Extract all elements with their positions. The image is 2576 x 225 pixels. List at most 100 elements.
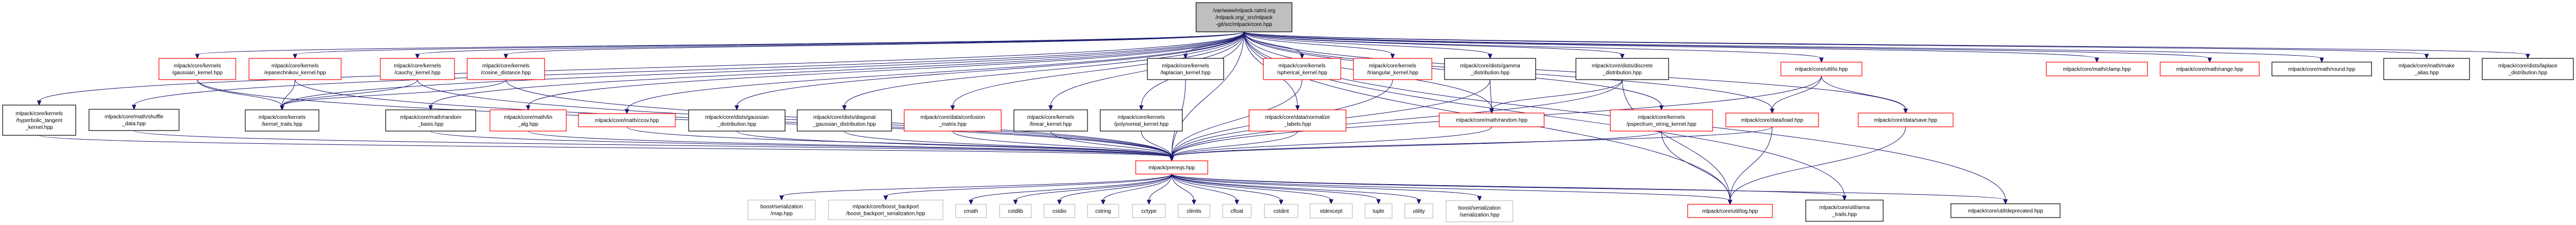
node-laplace-distribution[interactable]: mlpack/core/dists/laplace_distribution.h… <box>2482 58 2574 80</box>
node-make-alias[interactable]: mlpack/core/math/make_alias.hpp <box>2383 58 2470 80</box>
edge-core-to-gamma_distribution <box>1244 31 1491 55</box>
node-box <box>2 105 76 136</box>
arrowhead-icon <box>1329 199 1334 205</box>
edge-core-to-hyperbolic_tangent <box>39 31 1244 102</box>
node-label-line: _distribution.hpp <box>2508 70 2547 76</box>
node-random[interactable]: mlpack/core/math/random.hpp <box>1439 112 1545 127</box>
edge-gaussian_kernel-to-prereqs <box>197 79 1172 158</box>
arrowhead-icon <box>950 105 955 111</box>
node-prereqs[interactable]: mlpack/prereqs.hpp <box>1135 160 1208 175</box>
arrowhead-icon <box>2424 54 2429 59</box>
node-ccov[interactable]: mlpack/core/math/ccov.hpp <box>578 113 676 127</box>
node-gaussian-kernel[interactable]: mlpack/core/kernels/gaussian_kernel.hpp <box>158 58 236 80</box>
node-round[interactable]: mlpack/core/math/round.hpp <box>2271 62 2372 76</box>
node-log[interactable]: mlpack/core/util/log.hpp <box>1687 204 1773 218</box>
arrowhead-icon <box>1299 54 1305 59</box>
node-label-line: _labels.hpp <box>1283 122 1312 127</box>
node-diagonal-gaussian-distribution[interactable]: mlpack/core/dists/diagonal_gaussian_dist… <box>797 109 892 132</box>
node-lin-alg[interactable]: mlpack/core/math/lin_alg.hpp <box>489 109 567 132</box>
node-label-line: _traits.hpp <box>1832 212 1857 218</box>
node-box <box>1196 2 1293 32</box>
edge-prereqs-to-cstdio <box>1059 174 1172 201</box>
node-arma-traits[interactable]: mlpack/core/util/arma_traits.hpp <box>1805 200 1884 222</box>
node-kernel-traits[interactable]: mlpack/core/kernels/kernel_traits.hpp <box>245 109 319 132</box>
edge-core-to-lin_alg <box>528 31 1244 107</box>
node-pspectrum-string-kernel[interactable]: mlpack/core/kernels/pspectrum_string_ker… <box>1610 109 1713 132</box>
node-box <box>2383 58 2470 80</box>
node-spherical-kernel[interactable]: mlpack/core/kernels/spherical_kernel.hpp <box>1263 58 1341 80</box>
node-label-line: mlpack/core/kernels <box>1369 63 1416 69</box>
node-confusion-matrix[interactable]: mlpack/core/data/confusion_matrix.hpp <box>904 109 1002 132</box>
node-label-line: mlpack/core/kernels <box>1638 115 1685 120</box>
node-hyperbolic-tangent[interactable]: mlpack/core/kernels/hyperbolic_tangent_k… <box>2 105 76 136</box>
node-gaussian-distribution[interactable]: mlpack/core/dists/gaussian_distribution.… <box>688 109 786 132</box>
node-label-line: mlpack/core/dists/gamma <box>1460 63 1520 69</box>
node-polynomial-kernel[interactable]: mlpack/core/kernels/polynomial_kernel.hp… <box>1100 109 1183 132</box>
node-label-line: /epanechnikov_kernel.hpp <box>264 70 326 76</box>
node-box <box>1444 58 1536 80</box>
node-box <box>2482 58 2574 80</box>
node-label-line: stdexcept <box>1320 209 1343 214</box>
node-cstring: cstring <box>1087 204 1119 218</box>
arrowhead-icon <box>131 105 137 110</box>
node-core[interactable]: /var/www/mlpack.ratml.org/mlpack.org/_sr… <box>1196 2 1293 32</box>
node-label-line: _basis.hpp <box>417 122 444 127</box>
node-box <box>1687 204 1773 218</box>
node-linear-kernel[interactable]: mlpack/core/kernels/linear_kernel.hpp <box>1013 109 1088 132</box>
node-save[interactable]: mlpack/core/data/save.hpp <box>1858 112 1954 127</box>
node-random-basis[interactable]: mlpack/core/math/random _basis.hpp <box>385 109 476 132</box>
edge-prereqs-to-cstring <box>1103 174 1172 201</box>
node-label-line: _matrix.hpp <box>938 122 967 127</box>
node-label-line: mlpack/core/math/clamp.hpp <box>2063 67 2131 73</box>
arrowhead-icon <box>1013 200 1018 205</box>
node-gamma-distribution[interactable]: mlpack/core/dists/gamma_distribution.hpp <box>1444 58 1536 80</box>
node-normalize-labels[interactable]: mlpack/core/data/normalize_labels.hpp <box>1249 109 1347 132</box>
arrowhead-icon <box>1727 200 1733 205</box>
node-label-line: /hyperbolic_tangent <box>16 118 63 124</box>
edge-core-to-range <box>1244 31 2210 59</box>
node-label-line: /gaussian_kernel.hpp <box>172 70 223 76</box>
edge-core-to-laplace_distribution <box>1244 31 2528 55</box>
node-box <box>2160 62 2260 76</box>
arrowhead-icon <box>1295 105 1300 111</box>
node-shuffle-data[interactable]: mlpack/core/math/shuffle_data.hpp <box>88 109 180 131</box>
arrowhead-icon <box>1620 54 1625 59</box>
node-triangular-kernel[interactable]: mlpack/core/kernels/triangular_kernel.hp… <box>1353 58 1432 80</box>
arrowhead-icon <box>1234 200 1240 205</box>
arrowhead-icon <box>1416 199 1421 205</box>
node-box <box>1780 62 1862 76</box>
arrowhead-icon <box>779 195 784 201</box>
node-clamp[interactable]: mlpack/core/math/clamp.hpp <box>2046 62 2148 76</box>
edge-gamma_distribution-to-random <box>1490 79 1492 110</box>
node-box <box>1249 109 1347 132</box>
node-range[interactable]: mlpack/core/math/range.hpp <box>2160 62 2260 76</box>
node-box <box>1575 58 1669 80</box>
node-label-line: _data.hpp <box>122 121 146 127</box>
edge-load-to-prereqs <box>1171 126 1772 158</box>
arrowhead-icon <box>625 109 629 115</box>
node-io[interactable]: mlpack/core/util/io.hpp <box>1780 62 1862 76</box>
arrowhead-icon <box>2319 57 2324 63</box>
node-laplacian-kernel[interactable]: mlpack/core/kernels/laplacian_kernel.hpp <box>1147 58 1224 80</box>
edge-prereqs-to-climits <box>1171 174 1195 201</box>
node-discrete-distribution[interactable]: mlpack/core/dists/discrete_distribution.… <box>1575 58 1669 80</box>
node-label-line: _distribution.hpp <box>1602 70 1642 76</box>
node-deprecated[interactable]: mlpack/core/util/deprecated.hpp <box>1950 203 2061 218</box>
edge-core-to-confusion_matrix <box>952 31 1244 107</box>
node-box <box>955 204 987 218</box>
node-cosine-distance[interactable]: mlpack/core/kernels/cosine_distance.hpp <box>467 58 545 80</box>
edge-shuffle_data-to-prereqs <box>133 130 1172 158</box>
node-load[interactable]: mlpack/core/data/load.hpp <box>1725 112 1819 127</box>
node-cmath: cmath <box>955 204 987 218</box>
node-label-line: mlpack/core/math/round.hpp <box>2288 67 2356 73</box>
edge-core-to-kernel_traits <box>282 31 1244 107</box>
node-cauchy-kernel[interactable]: mlpack/core/kernels/cauchy_kernel.hpp <box>380 58 455 80</box>
edge-core-to-diagonal_gaussian_distribution <box>844 31 1244 107</box>
arrowhead-icon <box>1477 196 1482 202</box>
edge-cauchy_kernel-to-prereqs <box>417 79 1172 158</box>
node-label-line: mlpack/core/math/random <box>400 115 461 120</box>
node-label-line: /cauchy_kernel.hpp <box>395 70 441 76</box>
node-box <box>1610 109 1713 132</box>
arrowhead-icon <box>1842 195 1847 201</box>
node-epanechnikov-kernel[interactable]: mlpack/core/kernels/epanechnikov_kernel.… <box>248 58 342 80</box>
